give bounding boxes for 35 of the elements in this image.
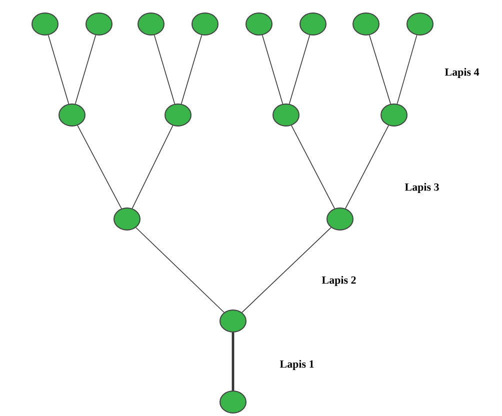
tree-node: [86, 12, 112, 36]
tree-node: [406, 12, 434, 36]
branch-line: [232, 332, 234, 390]
branch-line: [77, 125, 122, 209]
branch-line: [291, 125, 335, 209]
tree-node: [220, 310, 246, 332]
tree-node: [352, 12, 380, 36]
tree-node: [246, 12, 272, 36]
branch-line: [242, 227, 332, 313]
tree-node: [326, 208, 354, 230]
level-label: Lapis 3: [404, 183, 439, 193]
level-label: Lapis 1: [280, 360, 314, 370]
level-label: Lapis 2: [322, 276, 356, 286]
branch-line: [262, 34, 284, 104]
tree-node: [114, 208, 140, 230]
tree-node: [164, 104, 192, 126]
tree-node: [380, 104, 408, 126]
branch-line: [136, 227, 224, 313]
tree-node: [32, 12, 58, 36]
tree-node: [138, 12, 164, 36]
branch-line: [180, 34, 202, 104]
level-label: Lapis 4: [444, 68, 480, 78]
tree-node: [300, 12, 326, 36]
branch-line: [132, 125, 174, 209]
branch-line: [74, 34, 96, 104]
tree-node: [58, 104, 86, 126]
branch-line: [154, 34, 176, 104]
branch-line: [48, 34, 70, 104]
tree-node: [192, 12, 218, 36]
branch-line: [288, 34, 310, 104]
branch-line: [345, 125, 389, 209]
tree-node: [272, 104, 300, 126]
branch-line: [396, 34, 418, 104]
tree-node: [220, 390, 246, 414]
branch-line: [369, 34, 391, 104]
